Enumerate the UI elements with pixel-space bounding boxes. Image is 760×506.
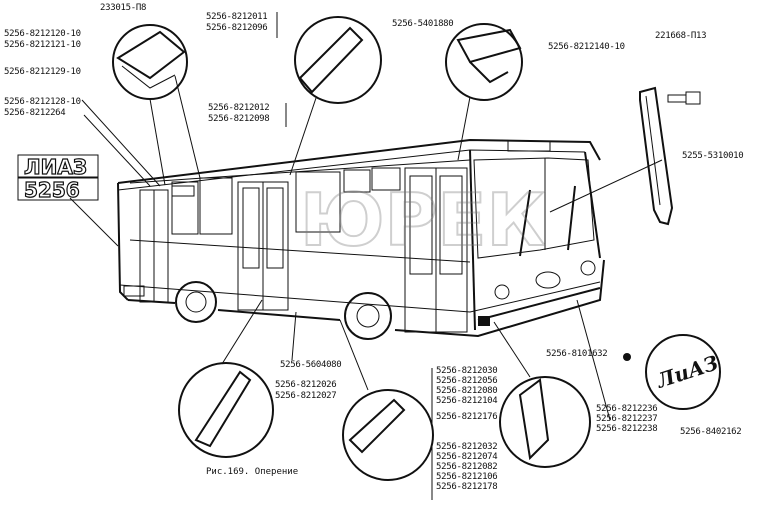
logo-text: ЛиАЗ [653,350,721,393]
label-8212129: 5256-8212129-10 [4,67,81,77]
part-group-bottom: 5256-8212032 5256-8212074 5256-8212082 5… [436,442,498,492]
group-top-item: 5256-8212104 [436,396,498,406]
group-bottom-item: 5256-8212032 [436,442,498,452]
handrail-part [639,86,701,226]
label-8212236: 5256-8212236 [596,404,658,414]
label-5401880: 5256-5401880 [392,19,454,29]
group-top-item: 5256-8212056 [436,376,498,386]
group-bottom-item: 5256-8212178 [436,482,498,492]
label-8212264: 5256-8212264 [4,108,66,118]
model-badge [17,154,99,201]
badge-line-1: ЛИАЗ [24,155,87,179]
label-8212096: 5256-8212096 [206,23,268,33]
label-8212121: 5256-8212121-10 [4,40,81,50]
group-bottom-item: 5256-8212106 [436,472,498,482]
liaz-logo-emblem [623,334,721,410]
label-8212237: 5256-8212237 [596,414,658,424]
badge-line-2: 5256 [24,178,80,202]
label-8212012: 5256-8212012 [208,103,270,113]
label-8212120: 5256-8212120-10 [4,29,81,39]
label-8212238: 5256-8212238 [596,424,658,434]
part-group-top: 5256-8212030 5256-8212056 5256-8212080 5… [436,366,498,422]
label-8402162: 5256-8402162 [680,427,742,437]
watermark-text: ЮРЕК [300,178,545,262]
label-8212098: 5256-8212098 [208,114,270,124]
label-8101632: 5256-8101632 [546,349,608,359]
label-8212128: 5256-8212128-10 [4,97,81,107]
group-top-item: 5256-8212176 [436,412,498,422]
label-8212027: 5256-8212027 [275,391,337,401]
watermark: ЮРЕК [299,177,546,263]
label-8212011: 5256-8212011 [206,12,268,22]
group-bottom-item: 5256-8212074 [436,452,498,462]
group-top-item: 5256-8212030 [436,366,498,376]
label-233015: 233015-П8 [100,3,147,13]
group-top-item: 5256-8212080 [436,386,498,396]
leader-lines [69,12,663,500]
figure-caption: Рис.169. Оперение [206,467,299,477]
label-8212026: 5256-8212026 [275,380,337,390]
label-8212140: 5256-8212140-10 [548,42,625,52]
label-5604080: 5256-5604080 [280,360,342,370]
label-221668: 221668-П13 [655,31,707,41]
bus-body [117,138,605,340]
label-5310010: 5255-5310010 [682,151,744,161]
group-bottom-item: 5256-8212082 [436,462,498,472]
